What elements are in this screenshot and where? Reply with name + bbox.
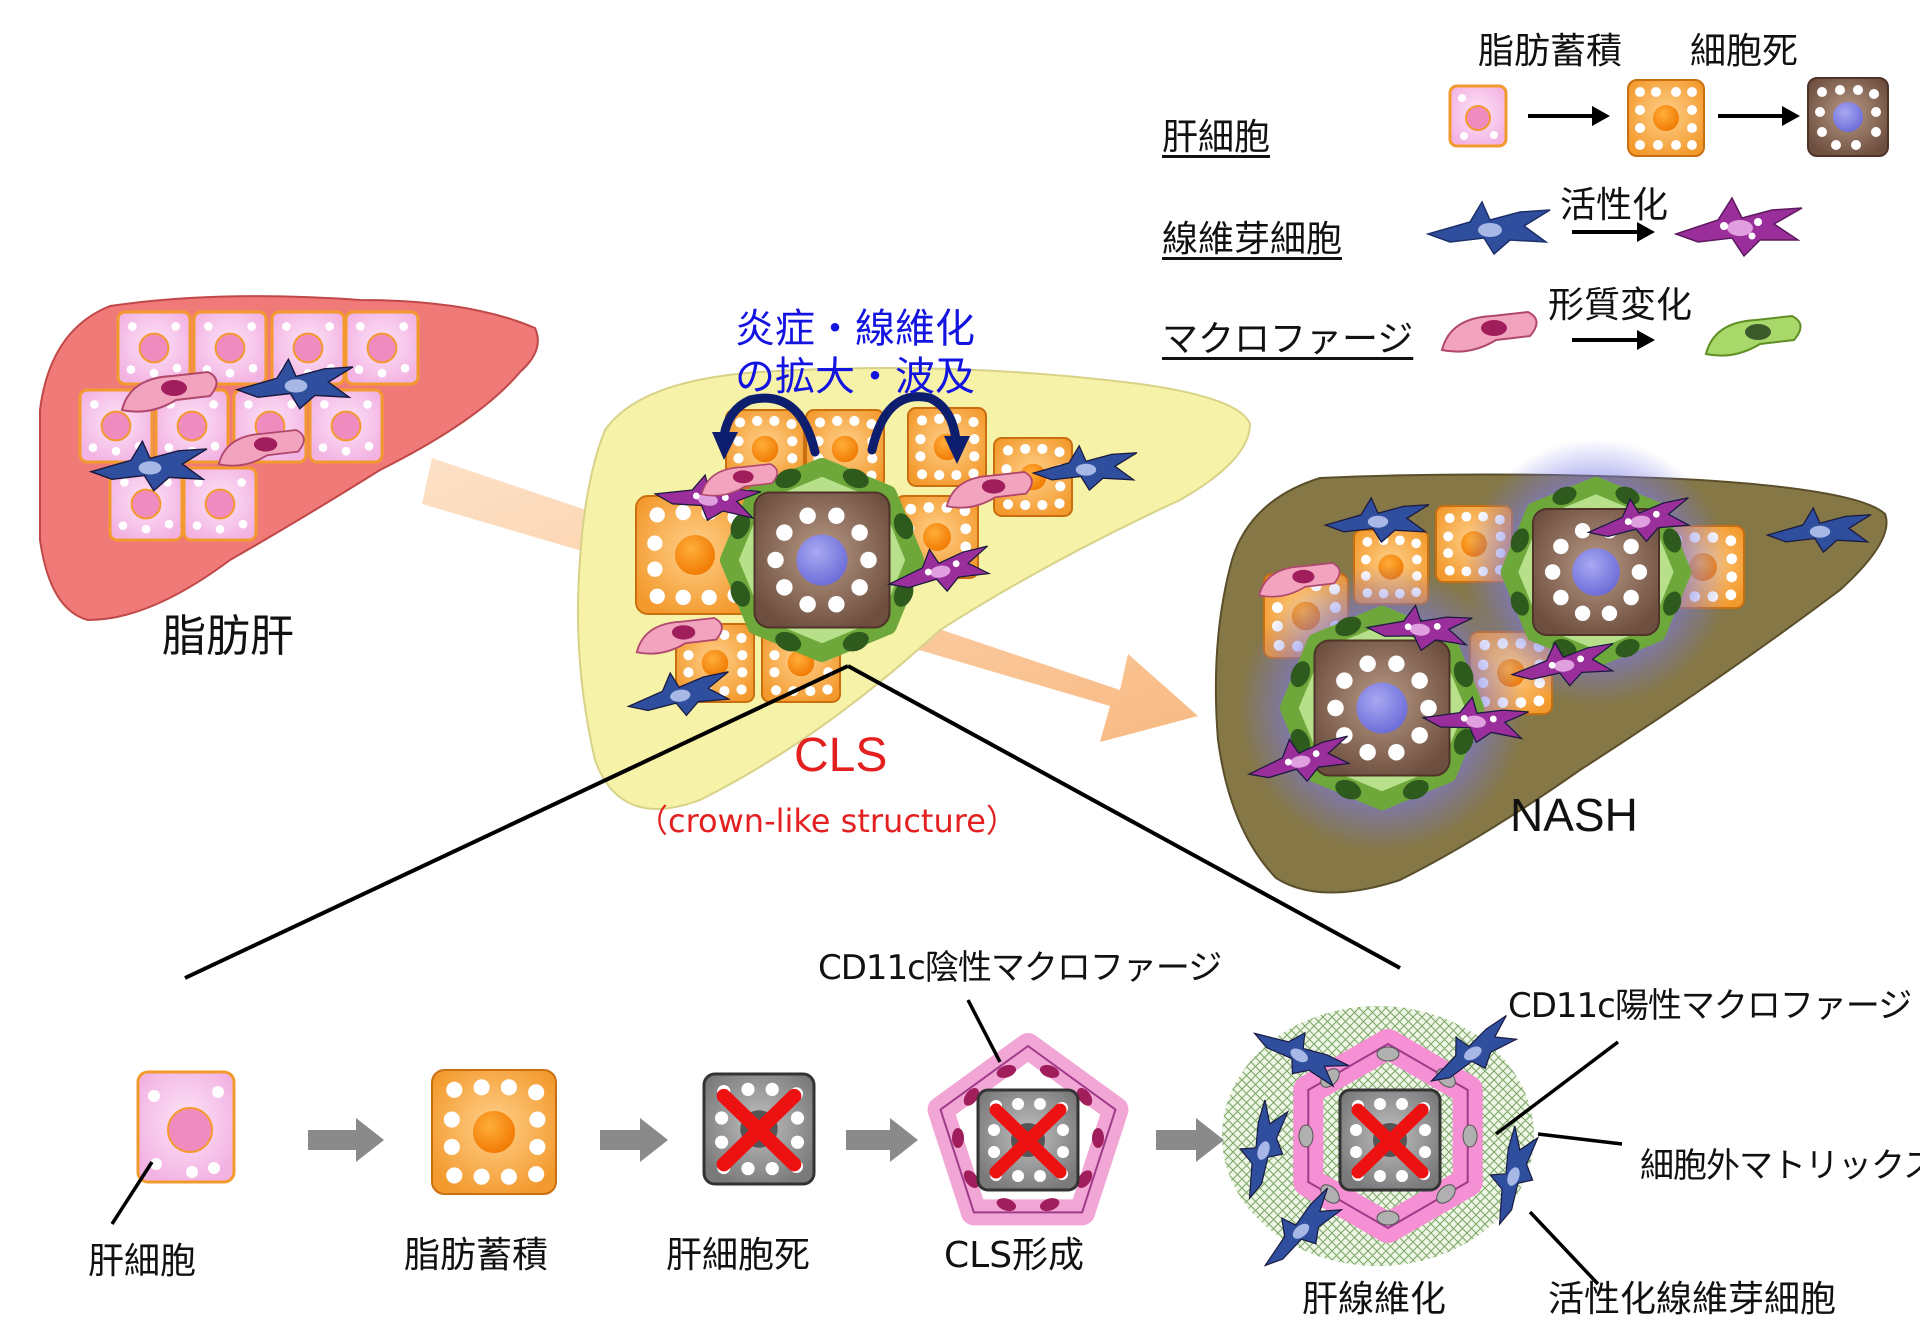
hepatocyte-fatty — [907, 407, 987, 487]
legend-macrophage-green — [1704, 314, 1802, 357]
hepatocyte-dead-cls — [1239, 565, 1525, 851]
fibroblast-quiescent — [1323, 496, 1430, 544]
label-bottom-death: 肝細胞死 — [666, 1235, 811, 1276]
legend-row-macrophage: マクロファージ — [1162, 319, 1414, 360]
fibroblast-quiescent — [1765, 506, 1872, 554]
fibroblast-activated — [1421, 695, 1529, 744]
legend-hepatocyte-dead — [1807, 77, 1889, 157]
macrophage-pink — [1258, 562, 1341, 598]
label-bottom-fat: 脂肪蓄積 — [404, 1235, 549, 1276]
label-ecm: 細胞外マトリックス — [1640, 1146, 1920, 1186]
label-activated-fibroblast: 活性化線維芽細胞 — [1548, 1279, 1837, 1320]
label-inflammation-line1: 炎症・線維化 — [735, 306, 975, 352]
process-row — [136, 1006, 1540, 1267]
macrophage-pink — [635, 617, 723, 655]
cls-macrophage-ring — [927, 1033, 1129, 1226]
macrophage-pink — [120, 370, 218, 413]
legend-fibroblast-quiescent — [1425, 200, 1551, 256]
death-x-mark — [716, 1088, 802, 1172]
label-nash: NASH — [1510, 789, 1638, 841]
legend-activation: 活性化 — [1560, 185, 1669, 226]
label-cls-full: （crown-like structure） — [636, 802, 1018, 840]
legend-macrophage-pink — [1440, 310, 1538, 353]
macrophage-pink — [945, 471, 1033, 509]
label-cd11c-positive: CD11c陽性マクロファージ — [1508, 986, 1912, 1026]
inflammation-spread-arrows — [719, 392, 961, 457]
hepatocyte-normal — [116, 310, 192, 386]
hepatocyte-normal — [344, 310, 420, 386]
process-hepatocyte — [136, 1070, 236, 1184]
fibroblast-activated — [1510, 641, 1615, 687]
fibroblast-quiescent — [1489, 1125, 1540, 1227]
legend-hepatocyte-fatty — [1627, 79, 1705, 157]
label-cd11c-negative: CD11c陰性マクロファージ — [818, 948, 1222, 988]
hepatocyte-normal — [308, 388, 384, 464]
hepatocyte-fatty — [431, 1069, 557, 1195]
process-arrows — [308, 1118, 1224, 1162]
legend — [1425, 77, 1889, 357]
label-bottom-hepatocyte: 肝細胞 — [88, 1241, 197, 1282]
label-fatty-liver: 脂肪肝 — [162, 611, 294, 662]
fibroblast-activated — [1586, 497, 1692, 543]
pointer-lines — [110, 999, 1623, 1286]
hepatocyte-normal — [182, 466, 258, 542]
fibroblast-activated — [1365, 603, 1473, 652]
hepatocyte-normal — [154, 388, 230, 464]
macrophage-pink — [700, 463, 778, 497]
macrophage-pink — [217, 429, 305, 467]
cls-liver — [576, 367, 1252, 810]
death-x-mark — [989, 1103, 1067, 1179]
label-bottom-cls: CLS形成 — [944, 1235, 1085, 1276]
fibroblast-activated — [1246, 735, 1352, 783]
death-x-mark — [1351, 1103, 1429, 1179]
legend-fibroblast-activated — [1673, 196, 1803, 258]
label-inflammation-line2: の拡大・波及 — [735, 354, 975, 400]
fatty-liver — [39, 295, 539, 622]
legend-hepatocyte-normal — [1448, 84, 1508, 148]
zoom-lines — [184, 664, 1401, 980]
fibroblast-activated — [653, 473, 762, 522]
fibroblast-quiescent — [1252, 1031, 1350, 1088]
label-bottom-fibrosis: 肝線維化 — [1302, 1279, 1447, 1320]
fibroblast-activated — [886, 545, 992, 593]
legend-phenotype-change: 形質変化 — [1548, 285, 1693, 326]
fibroblast-quiescent — [1263, 1187, 1344, 1267]
label-cls: CLS — [794, 729, 888, 782]
fibroblast-quiescent — [626, 671, 732, 717]
legend-row-hepatocyte: 肝細胞 — [1162, 117, 1271, 158]
fibroblast-quiescent — [88, 439, 208, 492]
legend-row-fibroblast: 線維芽細胞 — [1162, 219, 1343, 260]
legend-col-death: 細胞死 — [1690, 31, 1799, 72]
fibroblast-quiescent — [1429, 1015, 1519, 1082]
fibroblast-quiescent — [234, 357, 354, 410]
fibroblast-quiescent — [1031, 444, 1138, 492]
fibroblast-quiescent — [1239, 1099, 1290, 1201]
nash-liver — [1214, 439, 1888, 894]
legend-col-fat: 脂肪蓄積 — [1478, 31, 1623, 72]
hepatocyte-normal — [192, 310, 268, 386]
hepatocyte-dead-cls — [720, 458, 924, 662]
